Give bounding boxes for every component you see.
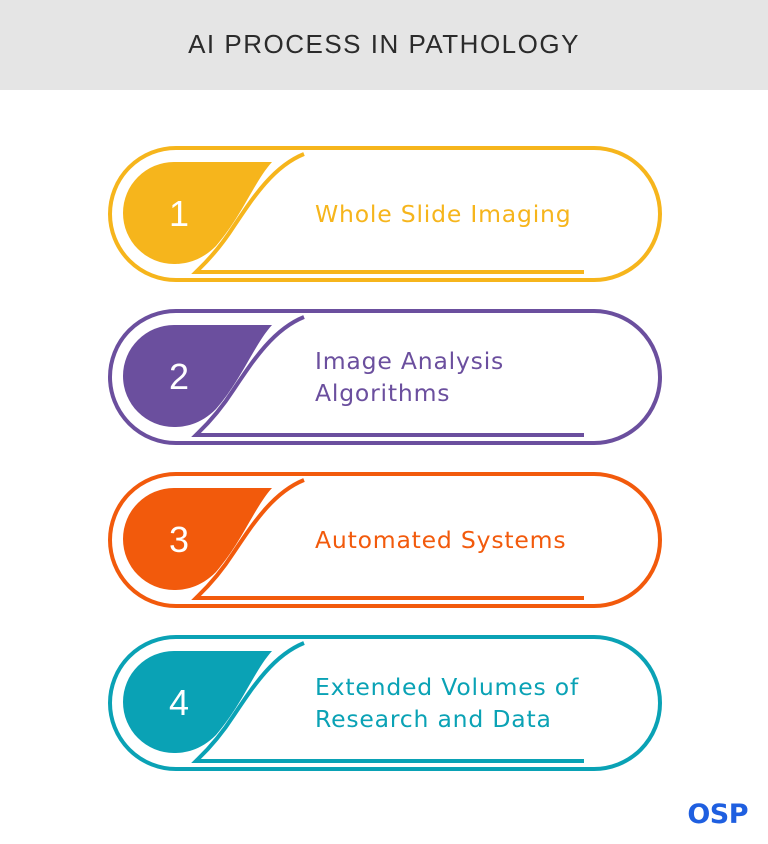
- step-number: 1: [168, 193, 190, 234]
- step-label: Automated Systems: [315, 526, 567, 554]
- step-number: 3: [168, 519, 190, 560]
- card-outline: [108, 472, 662, 608]
- number-badge: [123, 488, 272, 590]
- card-outline: [108, 146, 662, 282]
- osp-logo: OSP: [687, 799, 748, 830]
- card-outline: [108, 309, 662, 445]
- card-swoosh: [191, 641, 584, 763]
- step-card-shape: [108, 472, 662, 608]
- step-card-1: 1 Whole Slide Imaging: [104, 146, 664, 282]
- step-label: Image Analysis Algorithms: [315, 347, 505, 407]
- step-number: 2: [168, 356, 190, 397]
- step-label: Whole Slide Imaging: [315, 200, 572, 228]
- number-badge: [123, 325, 272, 427]
- card-swoosh: [191, 315, 584, 437]
- step-card-shape: [108, 635, 662, 771]
- step-card-2: 2 Image Analysis Algorithms: [104, 309, 664, 445]
- header-banner: AI PROCESS IN PATHOLOGY: [0, 0, 768, 90]
- step-label: Extended Volumes of Research and Data: [315, 673, 580, 733]
- card-swoosh: [191, 152, 584, 274]
- step-card-3: 3 Automated Systems: [104, 472, 664, 608]
- page-title: AI PROCESS IN PATHOLOGY: [188, 28, 580, 59]
- step-number: 4: [168, 682, 190, 723]
- step-card-shape: [108, 146, 662, 282]
- number-badge: [123, 651, 272, 753]
- number-badge: [123, 162, 272, 264]
- card-outline: [108, 635, 662, 771]
- step-card-shape: [108, 309, 662, 445]
- step-card-4: 4 Extended Volumes of Research and Data: [104, 635, 664, 771]
- card-swoosh: [191, 478, 584, 600]
